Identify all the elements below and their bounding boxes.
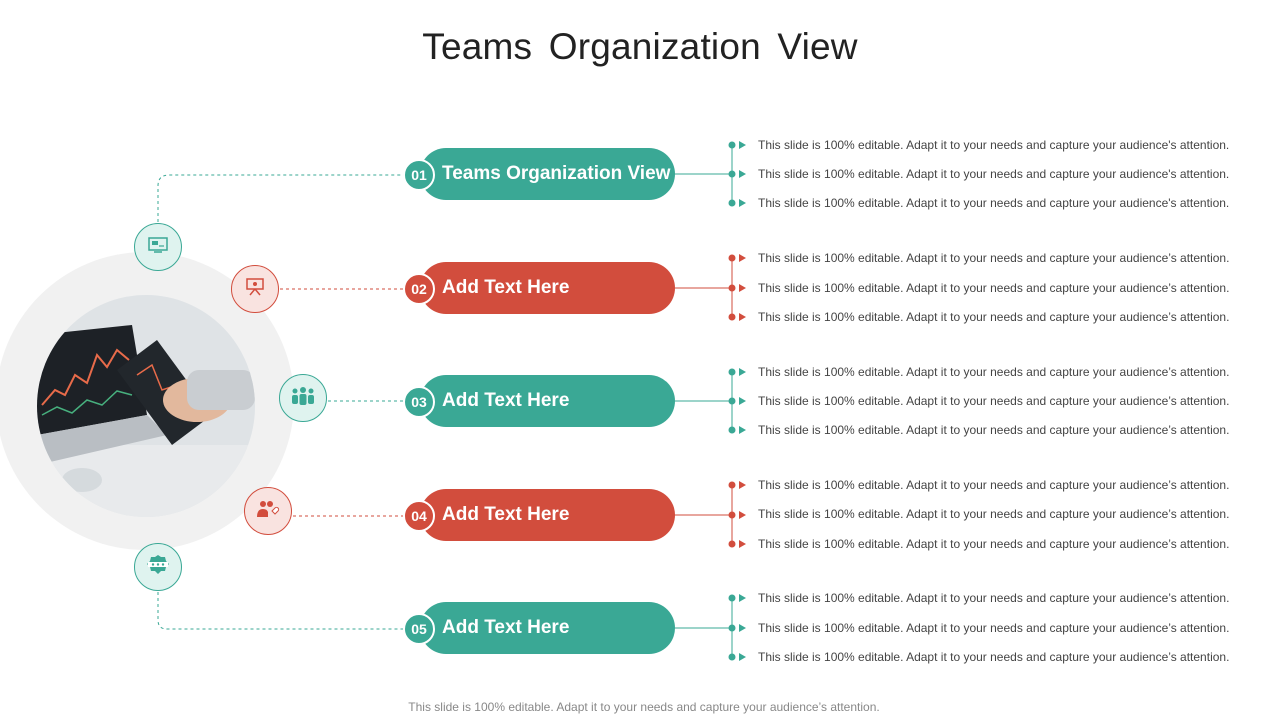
bullet-arrow-4-1 [739,481,746,489]
bullet-text-5-3: This slide is 100% editable. Adapt it to… [758,650,1230,664]
bullet-text-2-3: This slide is 100% editable. Adapt it to… [758,310,1230,324]
bullet-dot-1-3 [728,199,736,207]
bullet-text-2-1: This slide is 100% editable. Adapt it to… [758,251,1230,265]
bullet-dot-2-1 [728,254,736,262]
bullet-dot-1-1 [728,141,736,149]
bullet-text-4-1: This slide is 100% editable. Adapt it to… [758,478,1230,492]
step-pill-3: Add Text Here [420,375,675,427]
bullet-dot-4-2 [728,511,736,519]
bullet-text-3-1: This slide is 100% editable. Adapt it to… [758,365,1230,379]
bullet-text-3-3: This slide is 100% editable. Adapt it to… [758,423,1230,437]
bullet-arrow-4-3 [739,540,746,548]
bullet-arrow-5-3 [739,653,746,661]
bullet-arrow-1-2 [739,170,746,178]
icon-circle-4 [244,487,292,535]
bullet-arrow-3-3 [739,426,746,434]
bullet-dot-2-3 [728,313,736,321]
bullet-dot-3-1 [728,368,736,376]
bullet-dot-1-2 [728,170,736,178]
bullet-arrow-3-2 [739,397,746,405]
bullet-text-1-2: This slide is 100% editable. Adapt it to… [758,167,1230,181]
step-pill-5: Add Text Here [420,602,675,654]
icon-circle-5 [134,543,182,591]
bullet-arrow-2-3 [739,313,746,321]
step-number-4: 04 [403,500,435,532]
bullet-arrow-1-3 [739,199,746,207]
bullet-arrow-5-1 [739,594,746,602]
bullet-arrow-2-1 [739,254,746,262]
bullet-text-1-3: This slide is 100% editable. Adapt it to… [758,196,1230,210]
bullet-dot-5-2 [728,624,736,632]
icon-circle-1 [134,223,182,271]
bullet-dot-5-1 [728,594,736,602]
trading-photo [37,295,255,517]
step-number-5: 05 [403,613,435,645]
bullet-text-5-1: This slide is 100% editable. Adapt it to… [758,591,1230,605]
bullet-dot-3-2 [728,397,736,405]
step-pill-4: Add Text Here [420,489,675,541]
step-pill-1: Teams Organization View [420,148,675,200]
step-number-1: 01 [403,159,435,191]
users-heart-icon [256,499,280,524]
bullet-dot-5-3 [728,653,736,661]
bullet-text-4-2: This slide is 100% editable. Adapt it to… [758,507,1230,521]
bullet-text-5-2: This slide is 100% editable. Adapt it to… [758,621,1230,635]
bullet-dot-4-3 [728,540,736,548]
page-title: Teams Organization View [422,26,858,67]
bullet-arrow-1-1 [739,141,746,149]
step-number-2: 02 [403,273,435,305]
bullet-arrow-3-1 [739,368,746,376]
bullet-dot-2-2 [728,284,736,292]
bullet-arrow-2-2 [739,284,746,292]
icon-circle-2 [231,265,279,313]
presentation-board-icon [245,277,265,301]
bullet-dot-3-3 [728,426,736,434]
bullet-text-4-3: This slide is 100% editable. Adapt it to… [758,537,1230,551]
icon-circle-3 [279,374,327,422]
step-number-3: 03 [403,386,435,418]
step-pill-2: Add Text Here [420,262,675,314]
bullet-arrow-5-2 [739,624,746,632]
footer-note: This slide is 100% editable. Adapt it to… [408,700,880,714]
presentation-screen-icon [148,236,168,258]
bullet-dot-4-1 [728,481,736,489]
bullet-arrow-4-2 [739,511,746,519]
award-badge-icon [146,554,170,581]
bullet-text-2-2: This slide is 100% editable. Adapt it to… [758,281,1230,295]
team-group-icon [290,386,316,411]
bullet-text-1-1: This slide is 100% editable. Adapt it to… [758,138,1230,152]
bullet-text-3-2: This slide is 100% editable. Adapt it to… [758,394,1230,408]
